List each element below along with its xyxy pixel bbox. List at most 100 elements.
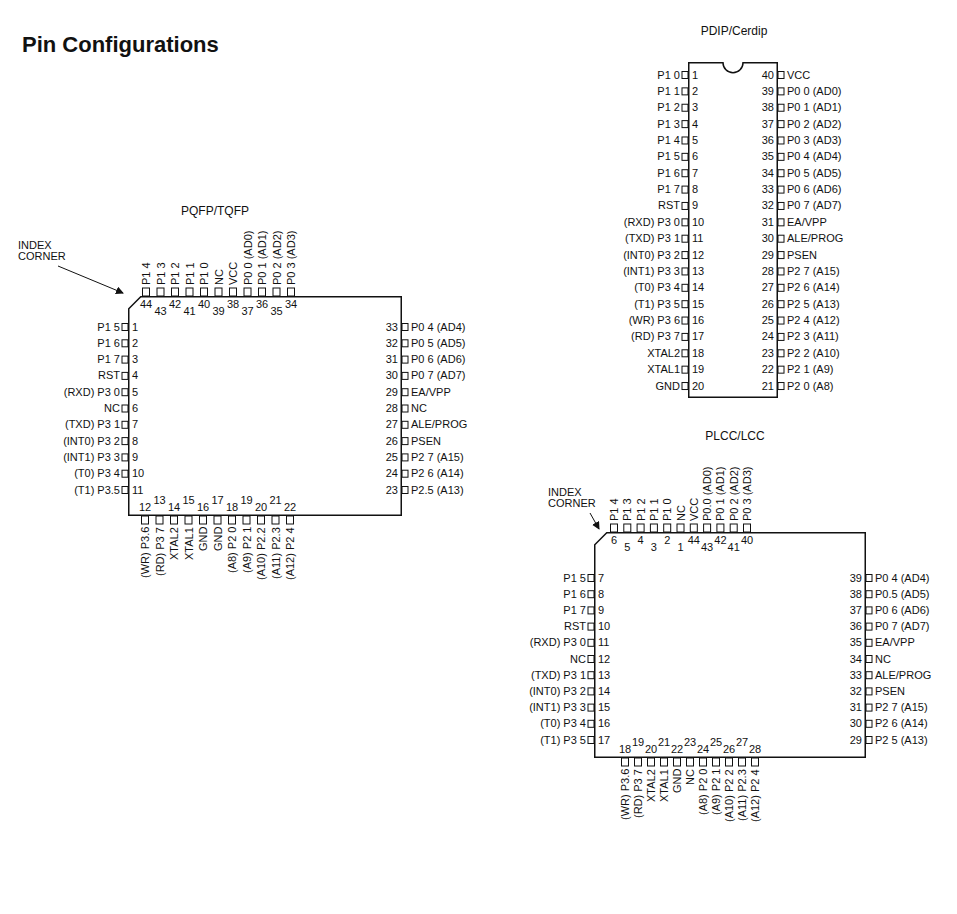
pin-name: P1 2 (657, 102, 680, 113)
pin-name: P2 7 (A15) (875, 702, 928, 713)
pin-name: (T0) P3 4 (634, 282, 680, 293)
pin-name: (WR) P3 6 (629, 315, 680, 326)
pin-stub (157, 288, 164, 296)
pin-stub (682, 202, 688, 209)
pin-number: 20 (692, 381, 704, 392)
pin-number: 7 (692, 168, 698, 179)
pin-number: 17 (692, 331, 704, 342)
pin-number: 37 (762, 119, 774, 130)
pin-number: 8 (598, 589, 604, 600)
pin-stub (588, 656, 594, 663)
package-name: PQFP/TQFP (181, 204, 249, 218)
pin-stub (778, 301, 784, 308)
pin-stub (588, 575, 594, 582)
pin-number: 24 (697, 744, 709, 755)
pin-stub (243, 516, 250, 524)
pin-name: P2 6 (A14) (787, 282, 840, 293)
pin-stub (778, 219, 784, 226)
pin-stub (588, 720, 594, 727)
pin-number: 33 (762, 184, 774, 195)
pin-name: NC (411, 403, 427, 414)
pin-stub (704, 524, 711, 532)
pin-name: P0.0 (AD0) (702, 467, 713, 521)
pin-stub (402, 324, 408, 331)
pin-name: P1 7 (97, 354, 120, 365)
pin-number: 14 (598, 686, 610, 697)
pin-stub (229, 516, 236, 524)
pin-number: 29 (762, 250, 774, 261)
pin-name: (A10) P2.2 (256, 527, 267, 580)
pin-number: 35 (762, 151, 774, 162)
pin-number: 13 (692, 266, 704, 277)
pin-name: EA/VPP (787, 217, 827, 228)
pin-stub (185, 516, 192, 524)
pin-name: P0 6 (AD6) (411, 354, 465, 365)
pin-number: 16 (692, 315, 704, 326)
pin-name: P1 0 (199, 262, 210, 285)
pin-stub (288, 288, 295, 296)
pin-stub (402, 438, 408, 445)
pin-name: (T0) P3 4 (74, 468, 120, 479)
pin-stub (778, 72, 784, 79)
pin-number: 43 (154, 306, 166, 317)
pin-number: 36 (256, 299, 268, 310)
pin-stub (122, 389, 128, 396)
pin-number: 4 (638, 535, 644, 546)
pin-number: 10 (598, 621, 610, 632)
pin-number: 38 (762, 102, 774, 113)
pin-stub (122, 356, 128, 363)
pin-number: 13 (598, 670, 610, 681)
pin-number: 12 (139, 502, 151, 513)
pin-name: P2 2 (A10) (787, 348, 840, 359)
pin-stub (650, 524, 657, 532)
pin-stub (122, 438, 128, 445)
pin-number: 9 (598, 605, 604, 616)
pin-stub (866, 639, 872, 646)
pin-number: 21 (658, 737, 670, 748)
pin-name: (A11) P2.3 (737, 769, 748, 821)
pin-stub (778, 88, 784, 95)
pin-name: P1 0 (657, 70, 680, 81)
pin-number: 2 (132, 338, 138, 349)
pin-number: 15 (598, 702, 610, 713)
pin-name: (INT1) P3 3 (63, 452, 120, 463)
pin-name: VCC (787, 70, 810, 81)
pin-number: 32 (386, 338, 398, 349)
pin-name: (TXD) P3 1 (531, 670, 586, 681)
pin-stub (700, 758, 707, 766)
pin-name: (A8) P2 0 (227, 527, 238, 573)
pin-number: 26 (762, 299, 774, 310)
pin-number: 27 (762, 282, 774, 293)
pin-number: 1 (677, 542, 683, 553)
pin-name: P0 1 (AD1) (787, 102, 841, 113)
pin-number: 24 (762, 331, 774, 342)
pin-number: 43 (701, 542, 713, 553)
pin-stub (866, 737, 872, 744)
pin-number: 5 (624, 542, 630, 553)
pin-number: 1 (132, 322, 138, 333)
pin-stub (588, 737, 594, 744)
pin-name: ALE/PROG (411, 419, 467, 430)
pin-stub (122, 454, 128, 461)
pin-number: 41 (728, 542, 740, 553)
pin-number: 44 (688, 535, 700, 546)
pin-stub (122, 470, 128, 477)
page-title: Pin Configurations (22, 32, 219, 58)
package-edge (689, 63, 778, 398)
pin-name: RST (658, 200, 680, 211)
pin-stub (739, 758, 746, 766)
pin-name: P0.5 (AD5) (875, 589, 929, 600)
pin-name: NC (104, 403, 120, 414)
pin-number: 40 (762, 70, 774, 81)
pin-name: P1 7 (563, 605, 586, 616)
pin-name: P0 2 (AD2) (728, 467, 739, 521)
pin-number: 11 (132, 485, 143, 496)
pin-stub (635, 758, 642, 766)
package-name: PLCC/LCC (705, 429, 764, 443)
pin-number: 33 (850, 670, 862, 681)
pin-number: 11 (692, 233, 703, 244)
pin-name: P2 1 (A9) (787, 364, 833, 375)
pin-stub (200, 516, 207, 524)
pin-name: NC (213, 269, 224, 285)
pin-stub (682, 219, 688, 226)
